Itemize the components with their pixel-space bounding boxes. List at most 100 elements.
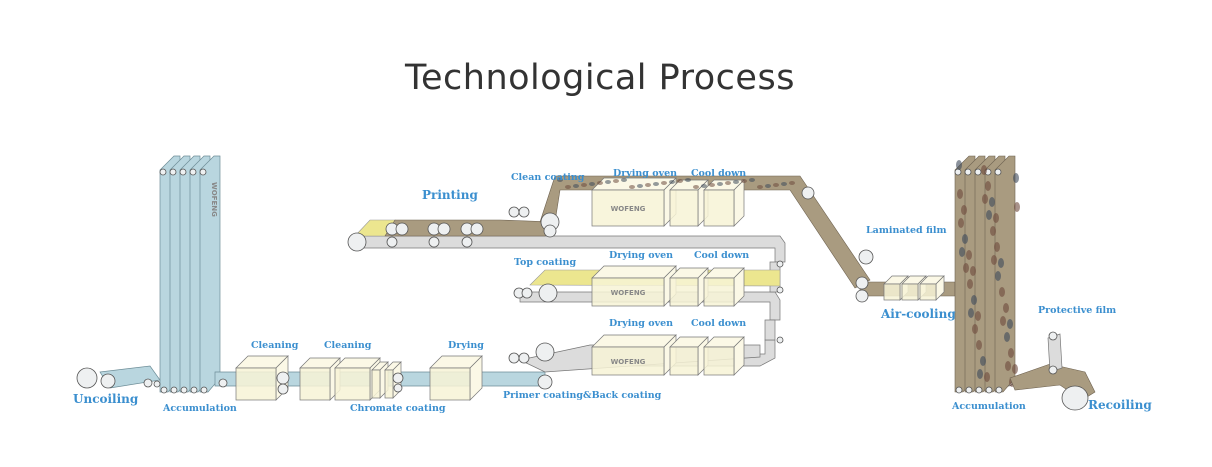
roller (437, 222, 451, 236)
camo-spot (653, 182, 659, 186)
oven-top (591, 265, 677, 279)
roller (538, 283, 558, 303)
camo-spot (693, 185, 699, 189)
camo-spot (971, 295, 977, 305)
label-drying-oven: Drying oven (613, 168, 677, 179)
camo-spot (959, 247, 965, 257)
camo-spot (976, 340, 982, 350)
camo-spot (637, 184, 643, 188)
oven-front (299, 367, 331, 401)
oven-front (703, 346, 735, 376)
oven-front (371, 369, 381, 399)
camo-spot (789, 181, 795, 185)
camo-spot (605, 180, 611, 184)
camo-spot (661, 181, 667, 185)
camo-spot (1013, 173, 1019, 183)
roller (543, 224, 557, 238)
tower-roller (994, 168, 1002, 176)
roller (392, 372, 404, 384)
roller (393, 383, 403, 393)
camo-spot (581, 183, 587, 187)
camo-spot (981, 165, 987, 175)
camo-spot (1005, 361, 1011, 371)
brand-mark: WOFENG (611, 358, 646, 366)
camo-spot (677, 179, 683, 183)
camo-spot (968, 308, 974, 318)
roller (855, 276, 869, 290)
roller (518, 352, 530, 364)
camo-spot (685, 178, 691, 182)
camo-spot (993, 213, 999, 223)
camo-spot (982, 194, 988, 204)
label-top-coating: Top coating (514, 257, 576, 268)
camo-spot (967, 279, 973, 289)
label-recoiling: Recoiling (1088, 398, 1152, 412)
camo-spot (994, 242, 1000, 252)
oven-top (591, 334, 677, 348)
label-accumulation: Accumulation (951, 401, 1026, 412)
roller (518, 206, 530, 218)
camo-spot (701, 184, 707, 188)
oven-front (703, 189, 735, 227)
page-title: Technological Process (405, 58, 795, 98)
roller (858, 249, 874, 265)
roller (428, 236, 440, 248)
tower-roller (954, 168, 962, 176)
tower-roller (964, 168, 972, 176)
pretreatment-boxes (235, 355, 483, 401)
camo-spot (725, 181, 731, 185)
tower-roller (180, 386, 188, 394)
camo-spot (958, 218, 964, 228)
roller (521, 287, 533, 299)
tower-roller (160, 386, 168, 394)
camo-spot (995, 271, 1001, 281)
oven-front (235, 367, 277, 401)
camo-spot (962, 234, 968, 244)
label-drying-oven: Drying oven (609, 318, 673, 329)
camo-spot (961, 205, 967, 215)
tower-roller (200, 386, 208, 394)
rollers (218, 178, 1015, 395)
roller (386, 236, 398, 248)
oven-front (429, 367, 471, 401)
oven-front (384, 369, 394, 399)
tower-roller (965, 386, 973, 394)
brand-mark: WOFENG (611, 289, 646, 297)
brand-mark: WOFENG (611, 205, 646, 213)
oven-front (669, 346, 699, 376)
recoiling-roll (1061, 385, 1089, 411)
roller (801, 186, 815, 200)
camo-spot (597, 181, 603, 185)
roller (276, 371, 290, 385)
oven-front (591, 277, 665, 307)
accumulator-tower-right (954, 155, 1020, 394)
camo-spot (984, 372, 990, 382)
camo-spot (975, 311, 981, 321)
roller (470, 222, 484, 236)
roller (347, 232, 367, 252)
tower-roller (190, 386, 198, 394)
label-cool-down: Cool down (691, 168, 746, 179)
camo-spot (986, 210, 992, 220)
tower-roller (169, 168, 177, 176)
tower-roller (199, 168, 207, 176)
camo-spot (1008, 348, 1014, 358)
roller (855, 289, 869, 303)
camo-spot (970, 266, 976, 276)
label-cool-down: Cool down (691, 318, 746, 329)
roller (776, 336, 784, 344)
tower-roller (974, 168, 982, 176)
tower-roller (955, 386, 963, 394)
oven-front (901, 283, 919, 301)
label-cleaning: Cleaning (251, 340, 299, 351)
camo-spot (999, 287, 1005, 297)
label-cleaning: Cleaning (324, 340, 372, 351)
roller (508, 206, 520, 218)
tower-roller (975, 386, 983, 394)
camo-spot (998, 258, 1004, 268)
camo-spot (589, 182, 595, 186)
brand-mark: WOFENG (210, 182, 218, 217)
camo-spot (709, 183, 715, 187)
camo-spot (557, 178, 563, 182)
label-protective-film: Protective film (1038, 305, 1116, 316)
